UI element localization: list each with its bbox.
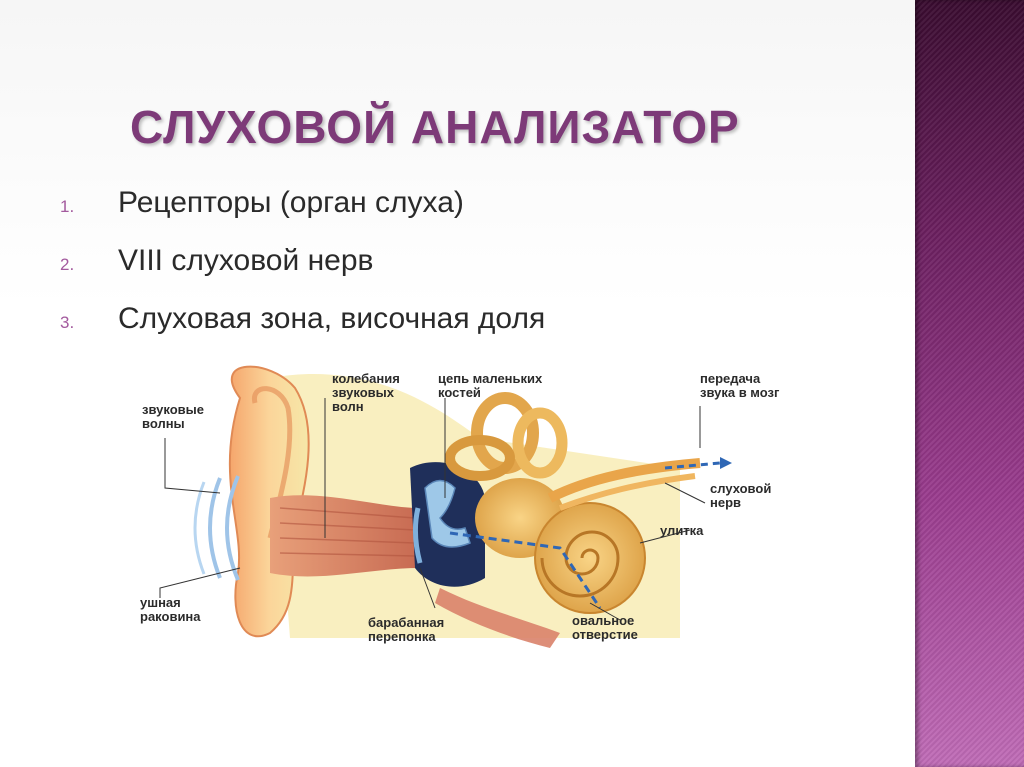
slide-title: СЛУХОВОЙ АНАЛИЗАТОР — [130, 101, 740, 153]
middle-ear-cavity — [410, 462, 485, 587]
eustachian-tube — [435, 588, 560, 648]
slide-list: 1. Рецепторы (орган слуха) 2. VIII слухо… — [60, 186, 545, 360]
slide-background — [0, 0, 915, 767]
ear-illustration — [159, 365, 732, 648]
leader-lines — [159, 398, 706, 621]
label-ossicle-chain: цепь маленьких костей — [438, 371, 543, 400]
sound-wave-arc — [193, 481, 206, 575]
auditory-nerve — [547, 458, 701, 503]
semicircular-canal — [445, 435, 515, 481]
list-item: 3. Слуховая зона, височная доля — [60, 302, 545, 360]
ear-anatomy-diagram: звуковые волны колебания звуковых волн ц… — [120, 358, 820, 658]
list-item: 2. VIII слуховой нерв — [60, 244, 545, 302]
label-auricle: ушная раковина — [140, 595, 201, 624]
signal-arrow — [664, 461, 721, 470]
decorative-side-band — [915, 0, 1024, 767]
ear-canal-shape — [270, 495, 420, 577]
label-auditory-nerve: слуховой нерв — [710, 481, 772, 510]
semicircular-canal — [512, 407, 568, 479]
list-number: 1. — [60, 197, 75, 216]
list-text: Рецепторы (орган слуха) — [118, 186, 464, 219]
label-sound-wave-vibrations: колебания звуковых волн — [332, 371, 400, 414]
list-text: Слуховая зона, височная доля — [118, 302, 546, 335]
ossicle-bones — [424, 479, 471, 548]
label-eardrum: барабанная перепонка — [368, 615, 445, 644]
list-number: 2. — [60, 255, 75, 274]
label-oval-window: овальное отверстие — [572, 613, 638, 642]
auditory-nerve — [558, 473, 696, 511]
list-number: 3. — [60, 313, 75, 332]
signal-arrow — [449, 531, 602, 609]
cochlea-spiral — [540, 530, 620, 598]
list-text: VIII слуховой нерв — [118, 244, 374, 277]
label-sound-to-brain: передача звука в мозг — [700, 371, 780, 400]
cochlea-shape — [534, 502, 646, 614]
sound-wave-arc — [208, 477, 222, 579]
sound-wave-arc — [225, 475, 240, 581]
label-sound-waves: звуковые волны — [142, 402, 204, 431]
ear-canal-lines — [279, 507, 416, 557]
label-cochlea: улитка — [660, 523, 704, 538]
list-item: 1. Рецепторы (орган слуха) — [60, 186, 545, 244]
eardrum-shape — [412, 507, 423, 564]
arrow-head — [720, 457, 732, 469]
